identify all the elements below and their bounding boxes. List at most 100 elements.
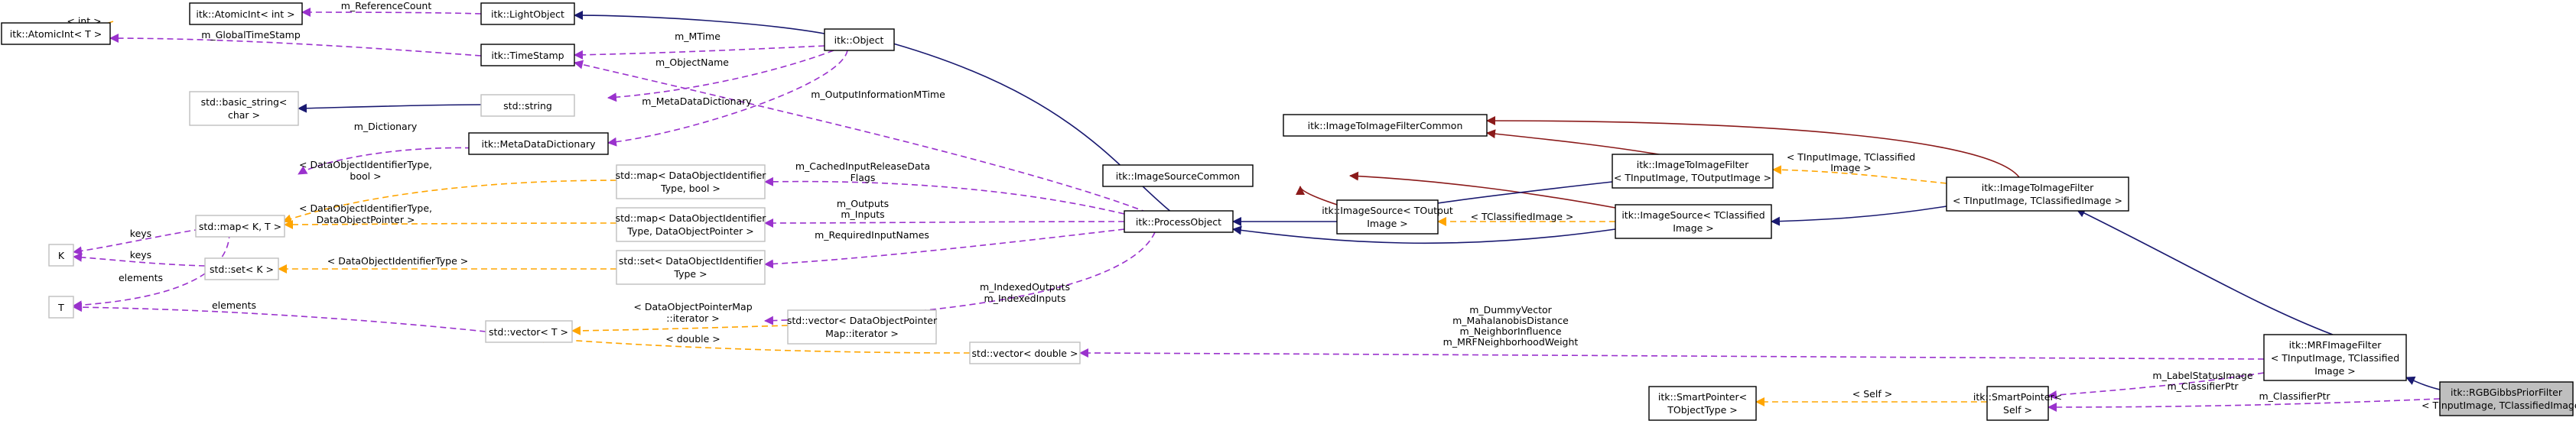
svg-text:std::basic_string<: std::basic_string<: [201, 96, 288, 108]
label-elements-2: elements: [212, 299, 256, 311]
edge-indexed-outputs-inputs: [764, 231, 1156, 325]
label-elements-1: elements: [119, 272, 163, 283]
label-doid-bool-2: bool >: [350, 170, 381, 182]
edge-object-name: [607, 50, 834, 102]
svg-text:Type, DataObjectPointer >: Type, DataObjectPointer >: [626, 225, 754, 237]
label-mrf-mahalanobis: m_MahalanobisDistance: [1452, 315, 1569, 326]
label-required-input-names: m_RequiredInputNames: [815, 229, 929, 241]
edge-itif-tc-template: [1772, 165, 1947, 184]
label-double-template: < double >: [665, 333, 720, 345]
edge-string-basic-string: [298, 103, 482, 113]
node-smartpointer-tobjecttype[interactable]: itk::SmartPointer< TObjectType >: [1648, 386, 1757, 421]
svg-text:K: K: [58, 250, 65, 261]
label-ptrmap-iter-2: ::iterator >: [666, 312, 719, 324]
edge-imagesource-tclass-processobject: [1232, 225, 1616, 244]
node-processobject[interactable]: itk::ProcessObject: [1124, 210, 1234, 233]
svg-text:itk::ImageSourceCommon: itk::ImageSourceCommon: [1116, 170, 1240, 182]
node-object[interactable]: itk::Object: [824, 28, 895, 51]
label-mrf-neighbor-influence: m_NeighborInfluence: [1459, 325, 1561, 337]
edge-mrf-itif-tc: [2076, 209, 2334, 335]
node-map-kt[interactable]: std::map< K, T >: [195, 215, 285, 238]
node-vector-ptrmap[interactable]: std::vector< DataObjectPointer Map::iter…: [787, 309, 938, 345]
node-lightobject[interactable]: itk::LightObject: [480, 2, 575, 25]
node-smartpointer-self[interactable]: itk::SmartPointer< Self >: [1973, 386, 2062, 421]
svg-text:Image >: Image >: [2314, 365, 2356, 377]
svg-text:Map::iterator >: Map::iterator >: [825, 328, 899, 339]
edge-object-lightobject: [574, 11, 825, 34]
svg-text:std::set< DataObjectIdentifier: std::set< DataObjectIdentifier: [619, 255, 763, 267]
svg-text:itk::ProcessObject: itk::ProcessObject: [1136, 216, 1221, 228]
node-rgbgibbspriorfilter[interactable]: itk::RGBGibbsPriorFilter < TInputImage, …: [2422, 381, 2576, 416]
node-imagesource-tclassified[interactable]: itk::ImageSource< TClassified Image >: [1615, 204, 1772, 239]
node-imagetoimagefilter-tinput-tclassified[interactable]: itk::ImageToImageFilter < TInputImage, T…: [1946, 176, 2129, 212]
node-t[interactable]: T: [48, 296, 74, 319]
svg-text:itk::RGBGibbsPriorFilter: itk::RGBGibbsPriorFilter: [2451, 387, 2563, 398]
node-mrfimagefilter[interactable]: itk::MRFImageFilter < TInputImage, TClas…: [2263, 334, 2407, 381]
label-mrf-dummy-vector: m_DummyVector: [1469, 304, 1552, 316]
label-inputs: m_Inputs: [841, 209, 884, 220]
edge-rgbgibbs-classifier: [2047, 398, 2441, 412]
svg-text:std::map< K, T >: std::map< K, T >: [199, 221, 281, 232]
label-self-template: < Self >: [1852, 388, 1892, 400]
label-doid-bool-1: < DataObjectIdentifierType,: [299, 159, 432, 170]
label-doid-ptr-1: < DataObjectIdentifierType,: [299, 202, 432, 214]
node-metadatadictionary[interactable]: itk::MetaDataDictionary: [468, 132, 609, 155]
edge-itif-tc-common: [1486, 116, 2020, 178]
svg-text:itk::ImageSource< TOutput: itk::ImageSource< TOutput: [1322, 205, 1453, 216]
label-label-status-image: m_LabelStatusImage: [2152, 370, 2252, 381]
edge-output-information-mtime: [574, 60, 1148, 213]
svg-text:itk::Object: itk::Object: [834, 34, 884, 46]
node-k[interactable]: K: [48, 244, 74, 267]
edge-itif-tc-imagesource: [1771, 206, 1947, 226]
edge-dictionary: [298, 147, 482, 175]
node-set-k[interactable]: std::set< K >: [204, 257, 279, 280]
node-map-ptr[interactable]: std::map< DataObjectIdentifier Type, Dat…: [616, 207, 767, 242]
node-string[interactable]: std::string: [480, 94, 575, 117]
svg-text:itk::MetaDataDictionary: itk::MetaDataDictionary: [481, 138, 596, 150]
node-vector-double[interactable]: std::vector< double >: [969, 341, 1081, 364]
svg-text:Image >: Image >: [1367, 218, 1408, 229]
svg-text:char >: char >: [228, 109, 260, 121]
edge-cached-input-release: [764, 176, 1125, 215]
label-classifier-ptr: m_ClassifierPtr: [2259, 390, 2330, 402]
node-imagetoimagefiltercommon[interactable]: itk::ImageToImageFilterCommon: [1283, 114, 1488, 137]
label-mtime: m_MTime: [675, 31, 720, 42]
label-indexed-outputs: m_IndexedOutputs: [980, 281, 1070, 293]
edge-rgbgibbs-mrf: [2405, 376, 2441, 390]
node-imagesourcecommon[interactable]: itk::ImageSourceCommon: [1102, 164, 1254, 187]
svg-text:std::vector< DataObjectPointer: std::vector< DataObjectPointer: [787, 315, 938, 326]
svg-text:std::string: std::string: [503, 100, 552, 112]
svg-text:< TInputImage, TClassifiedImag: < TInputImage, TClassifiedImage >: [2422, 400, 2576, 411]
label-tinput-tclassified-1: < TInputImage, TClassified: [1787, 151, 1915, 163]
edge-mtime: [574, 45, 825, 60]
label-cached-input-release-1: m_CachedInputReleaseData: [795, 160, 930, 172]
edge-map-bool-template: [282, 180, 617, 224]
svg-text:T: T: [57, 302, 64, 313]
node-vector-t[interactable]: std::vector< T >: [485, 320, 573, 343]
label-outputs: m_Outputs: [837, 198, 889, 209]
svg-text:itk::MRFImageFilter: itk::MRFImageFilter: [2289, 339, 2382, 351]
edge-processobject-object: [879, 37, 1173, 213]
node-imagetoimagefilter-tinput-toutput[interactable]: itk::ImageToImageFilter < TInputImage, T…: [1612, 154, 1774, 189]
node-atomicint-int[interactable]: itk::AtomicInt< int >: [189, 2, 303, 25]
svg-text:Image >: Image >: [1673, 222, 1714, 234]
svg-text:itk::SmartPointer<: itk::SmartPointer<: [1658, 391, 1747, 403]
node-map-bool[interactable]: std::map< DataObjectIdentifier Type, boo…: [616, 164, 767, 199]
node-basic-string[interactable]: std::basic_string< char >: [189, 91, 299, 126]
svg-text:std::map< DataObjectIdentifier: std::map< DataObjectIdentifier: [616, 170, 767, 181]
node-set-doid[interactable]: std::set< DataObjectIdentifier Type >: [616, 250, 766, 285]
node-timestamp[interactable]: itk::TimeStamp: [480, 44, 575, 66]
edge-keys-map: [73, 228, 201, 256]
svg-text:Type, bool >: Type, bool >: [660, 183, 720, 194]
label-doid-ptr-2: DataObjectPointer >: [317, 214, 415, 225]
label-keys-2: keys: [130, 249, 151, 261]
svg-text:Type >: Type >: [673, 268, 707, 280]
node-imagesource-toutput[interactable]: itk::ImageSource< TOutput Image >: [1322, 199, 1453, 235]
node-atomicint-t[interactable]: itk::AtomicInt< T >: [1, 22, 111, 45]
label-keys-1: keys: [130, 228, 151, 239]
svg-text:itk::LightObject: itk::LightObject: [491, 8, 564, 20]
svg-text:itk::ImageToImageFilter: itk::ImageToImageFilter: [1982, 182, 2094, 193]
label-metadatadictionary: m_MetaDataDictionary: [642, 95, 752, 107]
edge-imagesource-tclass-common: [1349, 171, 1616, 209]
edge-mrf-label-status: [2047, 372, 2265, 400]
